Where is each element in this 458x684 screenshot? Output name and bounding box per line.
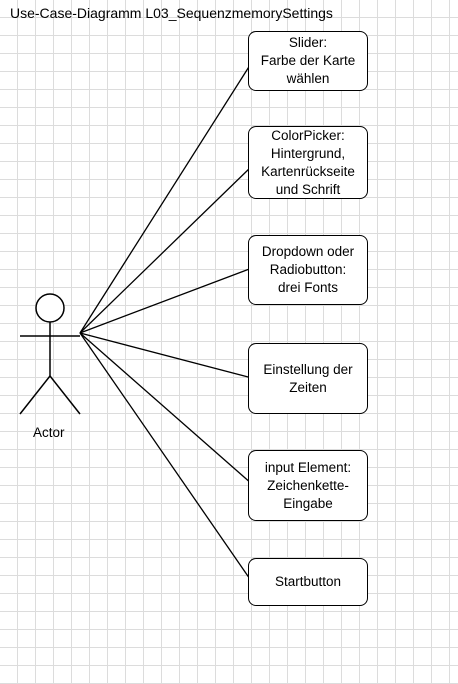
connector-colorpicker[interactable] xyxy=(79,165,253,334)
actor-label: Actor xyxy=(33,425,65,440)
connector-dropdown[interactable] xyxy=(79,267,253,334)
use-case-dropdown-label: Dropdown oder Radiobutton: drei Fonts xyxy=(261,244,355,295)
actor-head xyxy=(35,293,65,323)
connector-slider[interactable] xyxy=(79,61,253,334)
use-case-input[interactable]: input Element: Zeichenkette- Eingabe xyxy=(248,450,368,521)
use-case-zeiten[interactable]: Einstellung der Zeiten xyxy=(248,343,368,414)
connector-input[interactable] xyxy=(79,332,253,485)
use-case-input-label: input Element: Zeichenkette- Eingabe xyxy=(264,459,352,511)
actor-right-leg xyxy=(49,375,81,415)
use-case-startbutton[interactable]: Startbutton xyxy=(248,558,368,606)
use-case-dropdown[interactable]: Dropdown oder Radiobutton: drei Fonts xyxy=(248,235,368,305)
diagram-title: Use-Case-Diagramm L03_SequenzmemorySetti… xyxy=(10,5,333,21)
actor-figure[interactable] xyxy=(19,293,81,415)
use-case-zeiten-label: Einstellung der Zeiten xyxy=(263,361,353,395)
actor-left-leg xyxy=(19,375,51,415)
connector-zeiten[interactable] xyxy=(79,332,253,379)
use-case-colorpicker[interactable]: ColorPicker: Hintergrund, Kartenrückseit… xyxy=(248,126,368,199)
use-case-slider-label: Slider: Farbe der Karte wählen xyxy=(260,35,356,86)
use-case-colorpicker-label: ColorPicker: Hintergrund, Kartenrückseit… xyxy=(261,127,355,197)
connector-startbutton[interactable] xyxy=(79,332,253,583)
use-case-slider[interactable]: Slider: Farbe der Karte wählen xyxy=(248,31,368,91)
use-case-startbutton-label: Startbutton xyxy=(274,574,342,589)
